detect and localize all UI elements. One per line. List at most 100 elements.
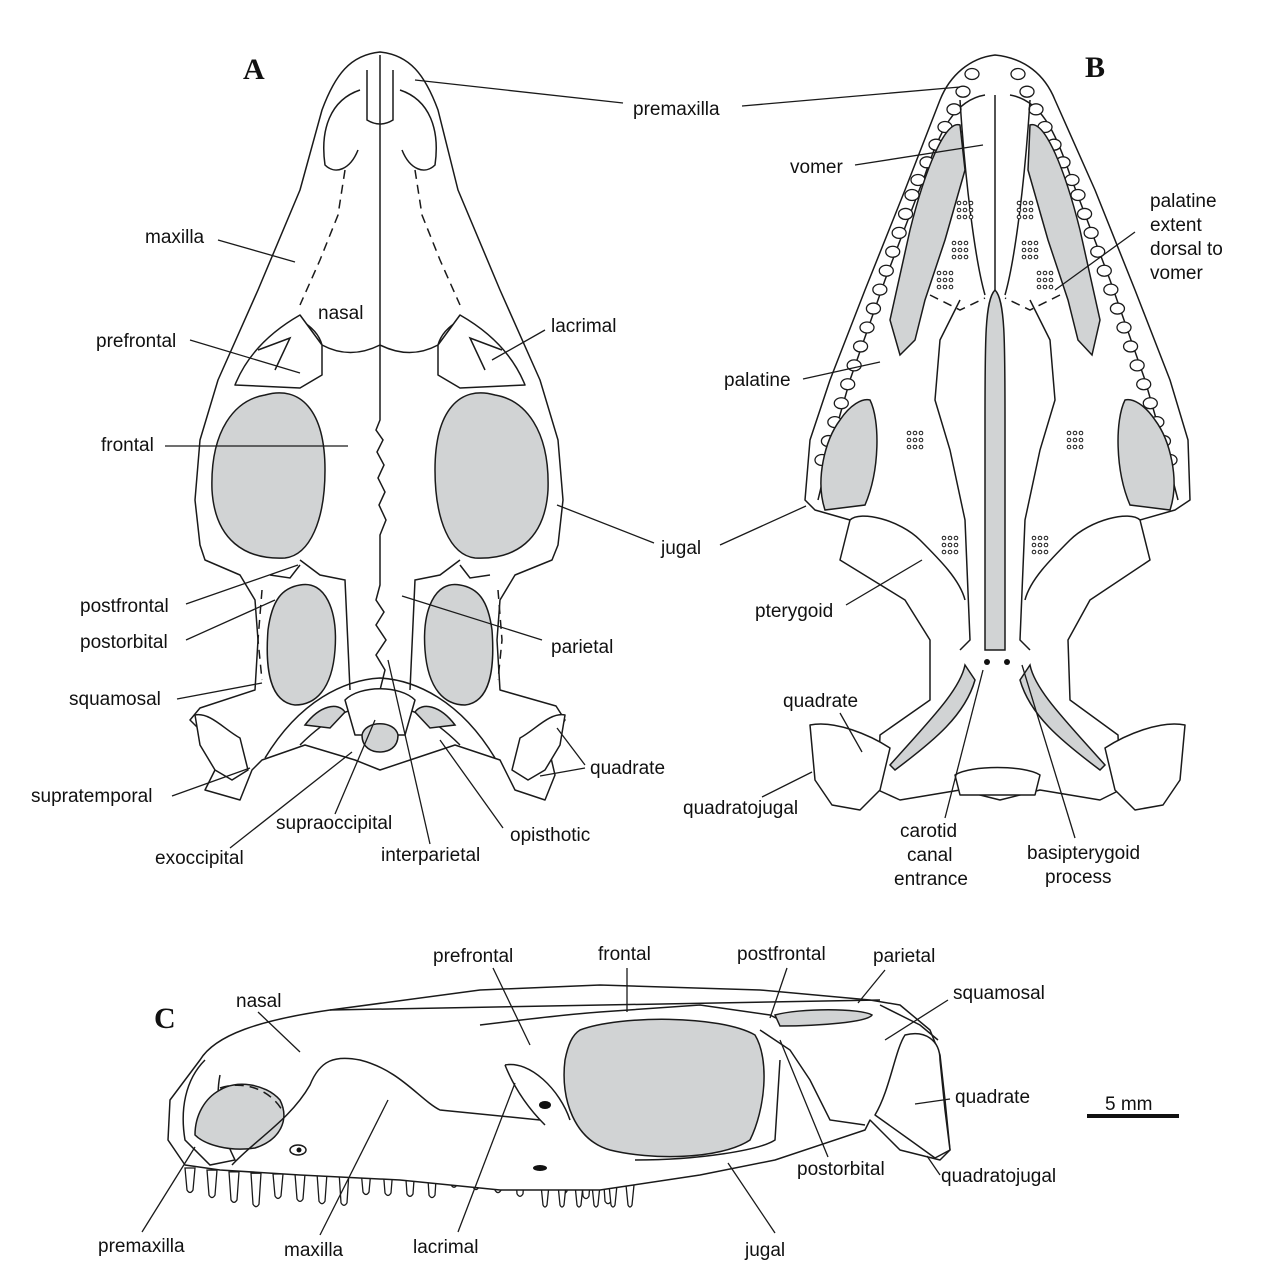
label-c-nasal: nasal — [236, 991, 281, 1012]
b-palatal-foramen — [1028, 200, 1034, 206]
b-palatal-foramen — [1036, 270, 1042, 276]
b-palatal-foramen — [957, 254, 963, 260]
c-squamosal — [879, 1004, 939, 1041]
leader-a-quadrate-1 — [556, 727, 586, 766]
b-palatal-foramen — [1031, 535, 1037, 541]
b-tooth-socket-right — [1109, 302, 1126, 315]
b-tooth-socket-right — [1083, 226, 1099, 240]
leader-c-parietal — [857, 969, 886, 1004]
c-maxilla-foramen-dot — [296, 1147, 302, 1153]
b-pterygoid-right — [1019, 299, 1056, 651]
b-palatal-foramen — [942, 284, 948, 290]
b-palatal-foramen — [947, 542, 953, 548]
b-tooth-socket-right — [1070, 188, 1086, 202]
b-tooth-socket-right — [1116, 321, 1132, 334]
c-tooth — [250, 1172, 262, 1208]
b-tooth-socket-right — [1090, 245, 1106, 258]
b-tooth-socket-left — [904, 188, 920, 202]
b-tooth-socket-right — [1096, 264, 1112, 277]
b-palatal-foramen — [963, 254, 969, 260]
label-c-lacrimal: lacrimal — [413, 1237, 478, 1258]
label-a-interparietal: interparietal — [381, 845, 480, 866]
label-c-parietal: parietal — [873, 946, 935, 967]
a-quadrate-right — [511, 714, 566, 781]
b-carotid-foramen-right — [1004, 659, 1010, 665]
c-naris-suture — [219, 1084, 283, 1111]
panel-c-labels: nasal prefrontal frontal postfrontal par… — [98, 944, 1056, 1261]
b-palatal-foramen — [1043, 535, 1049, 541]
label-a-supratemporal: supratemporal — [31, 786, 152, 807]
b-palatal-foramen — [948, 270, 954, 276]
leader-b-carotid — [944, 669, 984, 819]
b-tooth-socket-left — [833, 397, 849, 410]
b-palatal-foramen — [941, 542, 947, 548]
b-palatal-foramen — [1021, 254, 1027, 260]
b-palatal-foramen — [1028, 214, 1034, 220]
b-quadrate-left — [809, 723, 891, 811]
panel-c-lateral-skull: C — [154, 984, 951, 1208]
b-tooth-socket-right — [1129, 359, 1145, 372]
c-tooth — [625, 1184, 635, 1208]
leader-c-squamosal — [884, 999, 949, 1041]
a-pmx-max-suture-right — [414, 169, 461, 306]
c-tooth — [294, 1173, 306, 1203]
b-palatal-foramen — [1048, 277, 1054, 283]
b-palatal-foramen — [1043, 549, 1049, 555]
leader-b-jugal — [719, 505, 807, 546]
c-tooth — [184, 1167, 196, 1194]
a-prefrontal-right — [437, 314, 526, 389]
label-b-carotid-2: canal — [907, 845, 952, 866]
b-tooth-socket-left — [878, 264, 894, 277]
label-a-postfrontal: postfrontal — [80, 596, 169, 617]
b-palatal-foramen — [906, 430, 912, 436]
b-palatal-foramen — [1042, 270, 1048, 276]
panel-a-dorsal-skull: A — [189, 51, 566, 801]
b-tooth-socket-left — [955, 85, 971, 98]
panel-b-labels: vomer palatine extent dorsal to vomer pa… — [683, 86, 1223, 890]
b-palatal-foramen — [1037, 535, 1043, 541]
leader-a-opisthotic — [439, 739, 504, 829]
leader-a-jugal — [556, 504, 655, 544]
b-palatal-foramen — [1066, 437, 1072, 443]
b-palatal-foramen — [1078, 430, 1084, 436]
b-palatal-foramen — [1016, 207, 1022, 213]
label-c-jugal: jugal — [744, 1240, 785, 1261]
b-tooth-socket-right — [1122, 340, 1139, 353]
b-palatal-foramen — [1033, 240, 1039, 246]
b-pterygoid-left — [934, 299, 971, 651]
b-palatal-foramen — [1042, 277, 1048, 283]
b-choana-right — [1027, 124, 1101, 357]
b-palatal-foramen — [941, 549, 947, 555]
c-quadrate — [874, 1033, 951, 1159]
label-b-carotid-1: carotid — [900, 821, 957, 842]
b-palatal-foramen — [1078, 437, 1084, 443]
b-tooth-socket-left — [840, 378, 856, 391]
a-temporal-fenestra-left — [266, 583, 337, 706]
leader-b-basipterygoid — [1021, 664, 1076, 839]
leader-b-premaxilla — [741, 86, 961, 107]
b-tooth-socket-right — [1136, 378, 1152, 391]
label-b-palatine-note-2: extent — [1150, 215, 1202, 236]
b-palatal-foramen — [1037, 549, 1043, 555]
label-c-postfrontal: postfrontal — [737, 944, 826, 965]
leader-a-postorbital — [185, 599, 276, 641]
b-palatal-foramen — [1016, 200, 1022, 206]
leader-a-exoccipital — [229, 751, 353, 849]
b-palatal-foramen — [1016, 214, 1022, 220]
c-tooth — [608, 1184, 618, 1208]
leader-c-premaxilla — [141, 1146, 196, 1233]
b-suborbital-fenestra-right — [1117, 398, 1175, 511]
a-nasal-frontal-suture — [299, 319, 461, 354]
label-c-quadratojugal: quadratojugal — [941, 1166, 1056, 1187]
b-tooth-socket-right — [1028, 103, 1044, 116]
label-b-vomer: vomer — [790, 157, 843, 178]
label-c-frontal: frontal — [598, 944, 651, 965]
b-palatal-foramen — [1072, 444, 1078, 450]
b-carotid-foramen-left — [984, 659, 990, 665]
label-a-jugal: jugal — [660, 538, 701, 559]
b-palatal-foramen — [951, 247, 957, 253]
b-tooth-row-inner-right — [1009, 94, 1179, 501]
b-choana-left — [889, 124, 966, 357]
b-palatal-foramen — [942, 277, 948, 283]
